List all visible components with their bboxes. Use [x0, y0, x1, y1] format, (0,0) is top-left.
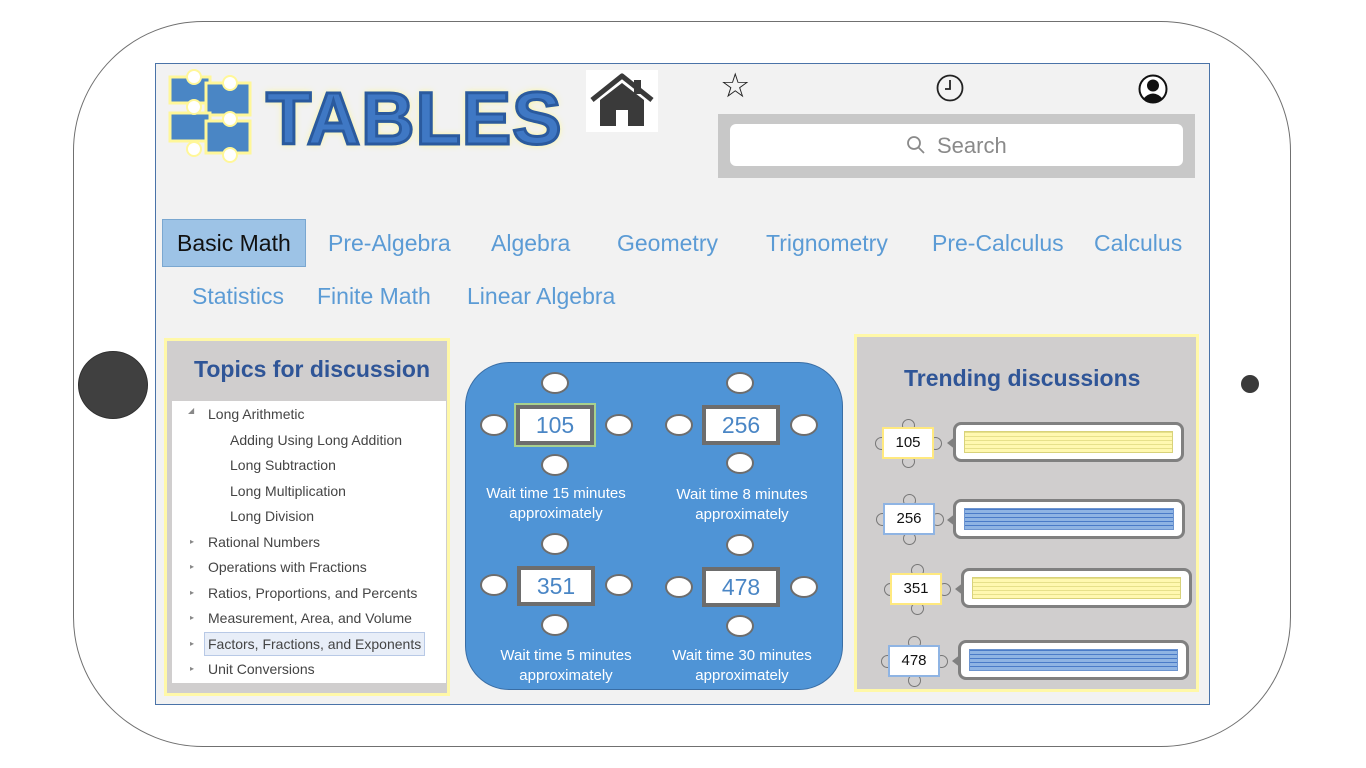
trending-table-number[interactable]: 351 — [890, 573, 942, 605]
table-105[interactable]: 105 — [516, 405, 594, 445]
tree-item-factors[interactable]: Factors, Fractions, and Exponents — [204, 632, 426, 656]
tree-item-rational-numbers[interactable]: Rational Numbers — [208, 534, 321, 550]
seat[interactable] — [790, 576, 818, 598]
search-icon — [907, 136, 925, 154]
topics-panel: Topics for discussion ◢ Long Arithmetic … — [164, 338, 450, 696]
wait-time-sublabel: approximately — [695, 506, 789, 523]
topics-title: Topics for discussion — [194, 356, 430, 382]
search-bar — [718, 114, 1195, 178]
expand-arrow-icon[interactable]: ▸ — [190, 562, 195, 571]
app-logo[interactable]: TABLES — [168, 69, 563, 169]
logo-text: TABLES — [265, 77, 564, 160]
seat[interactable] — [726, 452, 754, 474]
seat[interactable] — [726, 615, 754, 637]
wait-time-sublabel: approximately — [509, 505, 603, 522]
seat[interactable] — [541, 372, 569, 394]
tab-pre-algebra[interactable]: Pre-Algebra — [328, 230, 451, 256]
tree-item-unit-conversions[interactable]: Unit Conversions — [208, 661, 315, 677]
trending-table-number[interactable]: 105 — [882, 427, 934, 459]
tree-item-operations-fractions[interactable]: Operations with Fractions — [208, 559, 367, 575]
collapse-arrow-icon[interactable]: ◢ — [188, 406, 195, 415]
expand-arrow-icon[interactable]: ▸ — [190, 664, 195, 673]
tree-item-long-multiplication[interactable]: Long Multiplication — [230, 483, 346, 499]
trending-discussion-bubble[interactable] — [952, 640, 1189, 680]
seat[interactable] — [480, 414, 508, 436]
tab-trignometry[interactable]: Trignometry — [766, 230, 888, 256]
seat[interactable] — [480, 574, 508, 596]
seat[interactable] — [790, 414, 818, 436]
wait-time-label: Wait time 15 minutes — [486, 485, 626, 502]
wait-time-label: Wait time 5 minutes — [500, 647, 632, 664]
tree-item-measurement[interactable]: Measurement, Area, and Volume — [208, 610, 412, 626]
trending-discussion-bubble[interactable] — [947, 499, 1185, 539]
seat[interactable] — [541, 454, 569, 476]
device-home-button[interactable] — [78, 351, 148, 419]
expand-arrow-icon[interactable]: ▸ — [190, 639, 195, 648]
tree-item-long-subtraction[interactable]: Long Subtraction — [230, 457, 336, 473]
table-478[interactable]: 478 — [702, 567, 780, 607]
tab-linear-algebra[interactable]: Linear Algebra — [467, 283, 616, 309]
seat[interactable] — [541, 533, 569, 555]
tree-item-ratios[interactable]: Ratios, Proportions, and Percents — [208, 585, 418, 601]
home-icon[interactable] — [586, 70, 658, 132]
seat[interactable] — [605, 574, 633, 596]
search-input[interactable] — [935, 130, 1139, 162]
tab-finite-math[interactable]: Finite Math — [317, 283, 431, 309]
tab-basic-math[interactable]: Basic Math — [162, 219, 306, 267]
seat[interactable] — [541, 614, 569, 636]
table-351[interactable]: 351 — [517, 566, 595, 606]
trending-panel: Trending discussions 105 256 351 — [854, 334, 1199, 692]
tab-statistics[interactable]: Statistics — [192, 283, 285, 309]
seat[interactable] — [726, 372, 754, 394]
trending-table-number[interactable]: 256 — [883, 503, 935, 535]
tab-calculus[interactable]: Calculus — [1094, 230, 1183, 256]
device-camera — [1241, 375, 1259, 393]
tree-item-long-arithmetic[interactable]: Long Arithmetic — [208, 406, 305, 422]
seat[interactable] — [726, 534, 754, 556]
puzzle-logo-icon — [168, 69, 252, 163]
search-box[interactable] — [730, 124, 1183, 166]
tree-item-long-addition[interactable]: Adding Using Long Addition — [230, 432, 403, 448]
star-icon[interactable]: ☆ — [720, 67, 751, 105]
expand-arrow-icon[interactable]: ▸ — [190, 537, 195, 546]
clock-icon[interactable] — [936, 74, 964, 102]
app-screen: TABLES ☆ Basic Math Pre-Algebra Algebra … — [155, 63, 1210, 705]
table-256[interactable]: 256 — [702, 405, 780, 445]
wait-time-label: Wait time 30 minutes — [672, 647, 812, 664]
topics-tree: ◢ Long Arithmetic Adding Using Long Addi… — [172, 401, 446, 683]
trending-table-number[interactable]: 478 — [888, 645, 940, 677]
seat[interactable] — [605, 414, 633, 436]
seat[interactable] — [665, 576, 693, 598]
trending-discussion-bubble[interactable] — [955, 568, 1192, 608]
seat[interactable] — [665, 414, 693, 436]
wait-time-sublabel: approximately — [519, 667, 613, 684]
trending-title: Trending discussions — [904, 365, 1141, 391]
trending-discussion-bubble[interactable] — [947, 422, 1184, 462]
tree-item-long-division[interactable]: Long Division — [230, 508, 315, 524]
tab-algebra[interactable]: Algebra — [491, 230, 571, 256]
wait-time-sublabel: approximately — [695, 667, 789, 684]
wait-time-label: Wait time 8 minutes — [676, 486, 808, 503]
expand-arrow-icon[interactable]: ▸ — [190, 613, 195, 622]
tab-pre-calculus[interactable]: Pre-Calculus — [932, 230, 1064, 256]
user-icon[interactable] — [1138, 74, 1168, 104]
expand-arrow-icon[interactable]: ▸ — [190, 588, 195, 597]
tab-geometry[interactable]: Geometry — [617, 230, 718, 256]
tables-panel: 105 Wait time 15 minutes approximately 2… — [465, 362, 843, 690]
